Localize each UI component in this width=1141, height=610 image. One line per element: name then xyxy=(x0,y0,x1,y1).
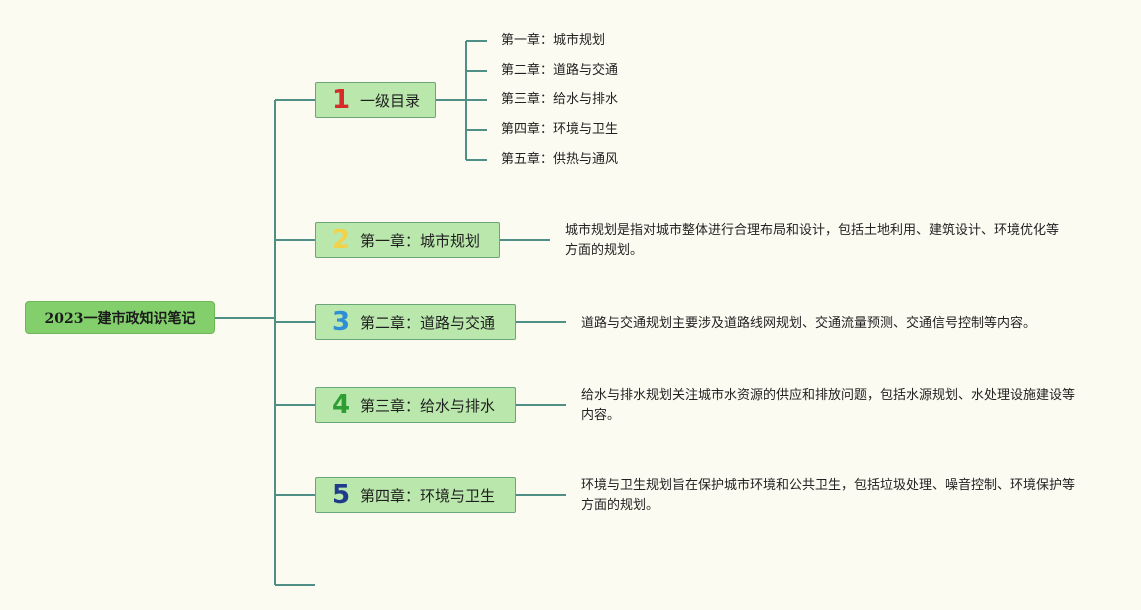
topic-node-2[interactable]: 2 第一章：城市规划 xyxy=(315,222,500,258)
topic-label-4: 第三章：给水与排水 xyxy=(360,396,496,415)
topic-description-2[interactable]: 城市规划是指对城市整体进行合理布局和设计，包括土地利用、建筑设计、环境优化等方面… xyxy=(565,223,1060,258)
topic-number-5: 5 xyxy=(331,480,351,510)
subtopic-5[interactable]: 第五章：供热与通风 xyxy=(501,152,619,167)
root-label: 2023一建市政知识笔记 xyxy=(44,310,196,327)
topic-label-1: 一级目录 xyxy=(360,91,421,110)
topic-description-3[interactable]: 道路与交通规划主要涉及道路线网规划、交通流量预测、交通信号控制等内容。 xyxy=(581,316,1037,331)
subtopic-1[interactable]: 第一章：城市规划 xyxy=(501,33,606,48)
topic-label-3: 第二章：道路与交通 xyxy=(360,313,496,332)
topic-label-2: 第一章：城市规划 xyxy=(360,231,481,250)
topic-node-5[interactable]: 5 第四章：环境与卫生 xyxy=(315,477,516,513)
topic-node-4[interactable]: 4 第三章：给水与排水 xyxy=(315,387,516,423)
topic-number-3: 3 xyxy=(331,307,351,337)
topic-node-1[interactable]: 1 一级目录 xyxy=(315,82,436,118)
root-node[interactable]: 2023一建市政知识笔记 xyxy=(25,301,215,334)
topic-node-3[interactable]: 3 第二章：道路与交通 xyxy=(315,304,516,340)
topic-number-1: 1 xyxy=(331,85,351,115)
topic-label-5: 第四章：环境与卫生 xyxy=(360,486,496,505)
subtopic-4[interactable]: 第四章：环境与卫生 xyxy=(501,122,619,137)
topic-number-4: 4 xyxy=(331,390,351,420)
topic-number-2: 2 xyxy=(331,225,351,255)
topic-description-5[interactable]: 环境与卫生规划旨在保护城市环境和公共卫生，包括垃圾处理、噪音控制、环境保护等方面… xyxy=(581,478,1076,513)
subtopic-2[interactable]: 第二章：道路与交通 xyxy=(501,63,619,78)
subtopic-3[interactable]: 第三章：给水与排水 xyxy=(501,92,619,107)
topic-description-4[interactable]: 给水与排水规划关注城市水资源的供应和排放问题，包括水源规划、水处理设施建设等内容… xyxy=(581,388,1076,423)
